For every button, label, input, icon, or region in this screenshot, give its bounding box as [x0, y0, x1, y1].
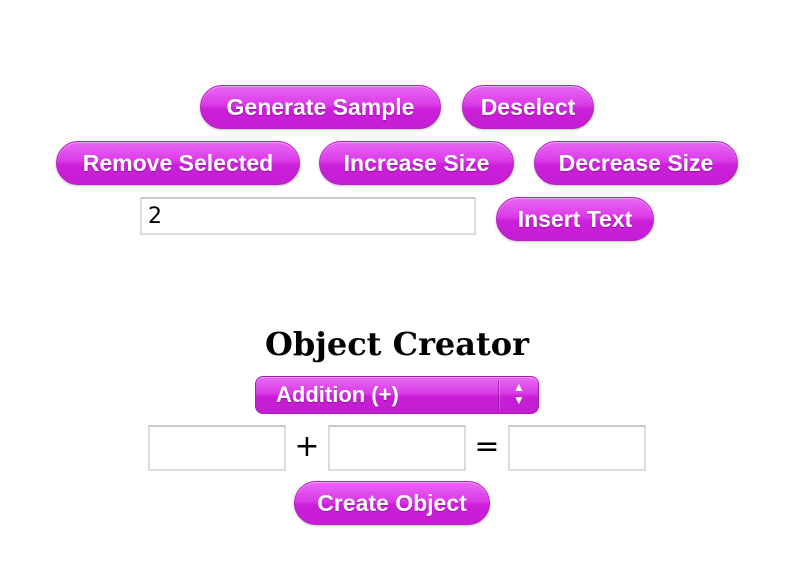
- deselect-button[interactable]: Deselect: [462, 85, 594, 129]
- operation-selected-label: Addition (+): [276, 382, 399, 407]
- text-input[interactable]: [140, 197, 476, 235]
- remove-selected-button[interactable]: Remove Selected: [56, 141, 300, 185]
- select-divider: [498, 380, 499, 410]
- increase-size-button[interactable]: Increase Size: [319, 141, 514, 185]
- operator-symbol: +: [294, 429, 320, 464]
- operand-a-field[interactable]: [148, 425, 286, 471]
- operation-select[interactable]: Addition (+) ▲▼: [255, 376, 539, 414]
- insert-text-button[interactable]: Insert Text: [496, 197, 654, 241]
- object-creator-title: Object Creator: [265, 325, 529, 363]
- operand-b-field[interactable]: [328, 425, 466, 471]
- result-field[interactable]: [508, 425, 646, 471]
- create-object-button[interactable]: Create Object: [294, 481, 490, 525]
- decrease-size-button[interactable]: Decrease Size: [534, 141, 738, 185]
- up-down-arrows-icon: ▲▼: [513, 380, 525, 407]
- equals-symbol: =: [474, 429, 500, 464]
- generate-sample-button[interactable]: Generate Sample: [200, 85, 441, 129]
